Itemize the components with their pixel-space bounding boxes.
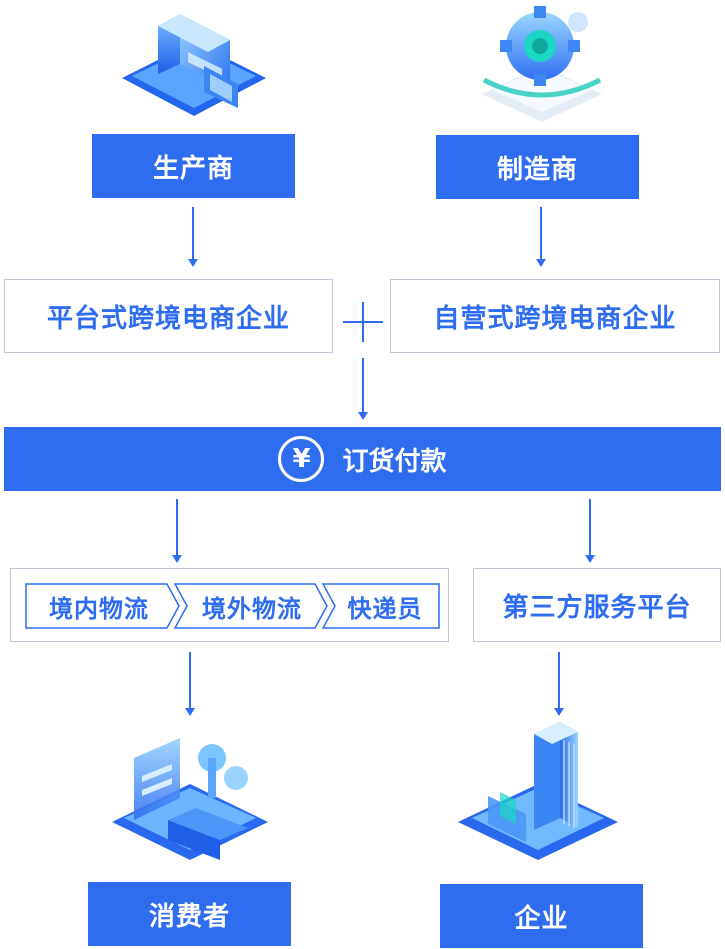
logistics-chevron-row: 境内物流 境外物流 快递员 xyxy=(25,583,440,629)
plus-sign-vertical xyxy=(362,302,364,342)
third-party-platform-label: 第三方服务平台 xyxy=(502,592,692,623)
self-operated-ecommerce-label: 自营式跨境电商企业 xyxy=(433,303,677,334)
arrow-producer-down xyxy=(187,207,199,267)
producer-label: 生产商 xyxy=(152,153,234,184)
self-operated-ecommerce-box: 自营式跨境电商企业 xyxy=(390,279,720,353)
producer-box: 生产商 xyxy=(92,134,295,198)
manufacturer-label: 制造商 xyxy=(496,154,578,185)
arrow-to-order xyxy=(357,358,369,420)
arrow-to-third-party xyxy=(584,499,596,563)
logistics-box: 境内物流 境外物流 快递员 xyxy=(10,568,449,642)
consumer-label: 消费者 xyxy=(148,901,230,932)
enterprise-label: 企业 xyxy=(514,903,569,934)
logistics-step-overseas: 境外物流 xyxy=(202,594,302,623)
arrow-to-logistics xyxy=(171,499,183,563)
gear-machine-icon xyxy=(482,6,602,122)
enterprise-tower-icon xyxy=(458,722,618,860)
arrow-to-consumer xyxy=(184,652,196,716)
logistics-step-domestic: 境内物流 xyxy=(49,594,149,623)
enterprise-box: 企业 xyxy=(440,884,643,948)
factory-building-icon xyxy=(122,14,266,116)
platform-ecommerce-box: 平台式跨境电商企业 xyxy=(4,279,333,353)
arrow-manufacturer-down xyxy=(535,207,547,267)
order-payment-bar: ¥ 订货付款 xyxy=(4,427,721,491)
platform-ecommerce-label: 平台式跨境电商企业 xyxy=(46,303,290,334)
arrow-to-enterprise xyxy=(553,652,565,716)
consumer-box: 消费者 xyxy=(88,882,291,946)
consumer-home-icon xyxy=(112,738,268,860)
order-payment-label: 订货付款 xyxy=(342,446,447,477)
third-party-platform-box: 第三方服务平台 xyxy=(473,568,721,642)
yen-icon: ¥ xyxy=(278,436,325,482)
manufacturer-box: 制造商 xyxy=(436,135,639,199)
logistics-chevron-shapes xyxy=(25,583,440,629)
logistics-step-courier: 快递员 xyxy=(347,594,423,623)
